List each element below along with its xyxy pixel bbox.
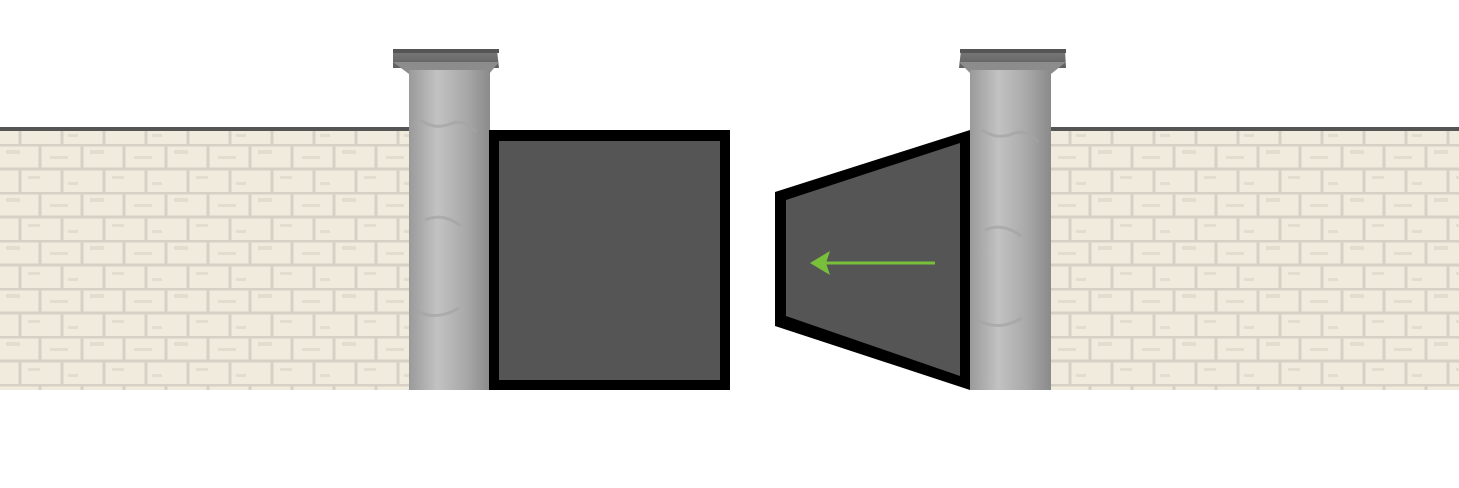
right-pillar xyxy=(959,49,1066,390)
left-pillar xyxy=(393,49,499,390)
arrow-left-icon xyxy=(810,251,935,275)
left-gate-leaf xyxy=(489,130,730,390)
left-pillar-body xyxy=(409,70,490,390)
left-wall-top-line xyxy=(0,127,410,131)
right-gate-leaf xyxy=(775,130,970,390)
right-wall-top-line xyxy=(1049,127,1459,131)
right-brick-wall xyxy=(1049,127,1459,390)
left-brick-wall xyxy=(0,127,410,390)
